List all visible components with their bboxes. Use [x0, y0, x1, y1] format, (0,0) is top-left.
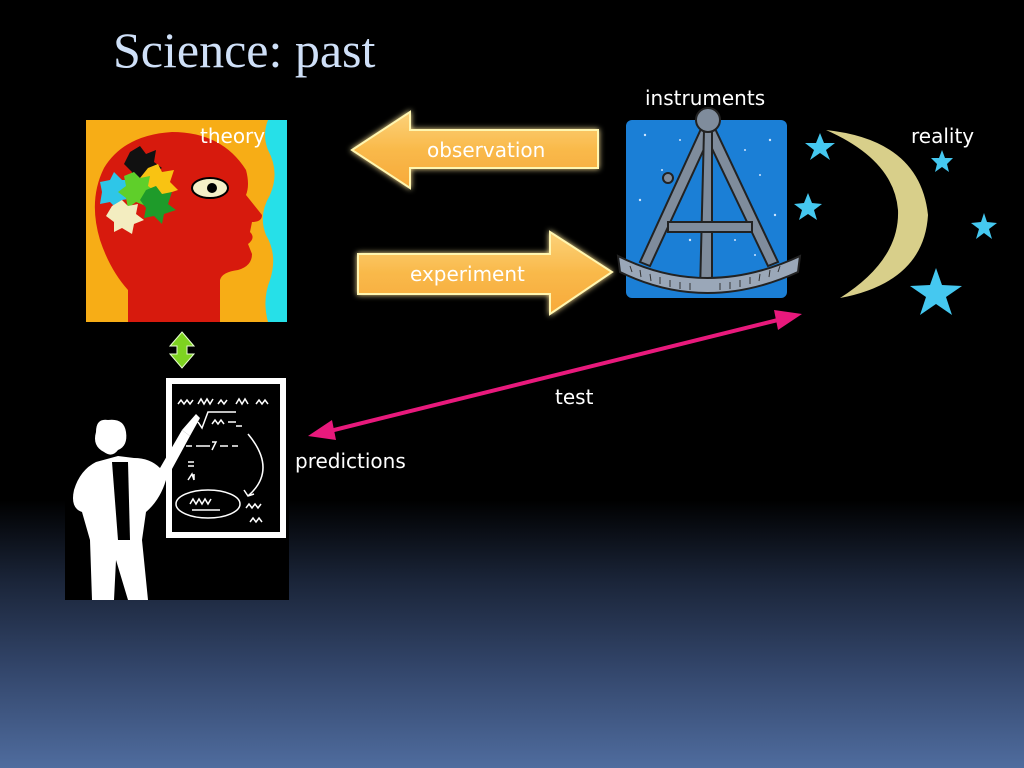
- models-label: models: [70, 380, 143, 404]
- theory-label: theory: [200, 124, 266, 148]
- reality-label: reality: [911, 124, 975, 148]
- test-label: test: [555, 385, 594, 409]
- predictions-label: predictions: [295, 449, 406, 473]
- slide-title: Science: past: [113, 22, 376, 78]
- experiment-label: experiment: [410, 262, 525, 286]
- observation-label: observation: [427, 138, 546, 162]
- instruments-label: instruments: [645, 86, 766, 110]
